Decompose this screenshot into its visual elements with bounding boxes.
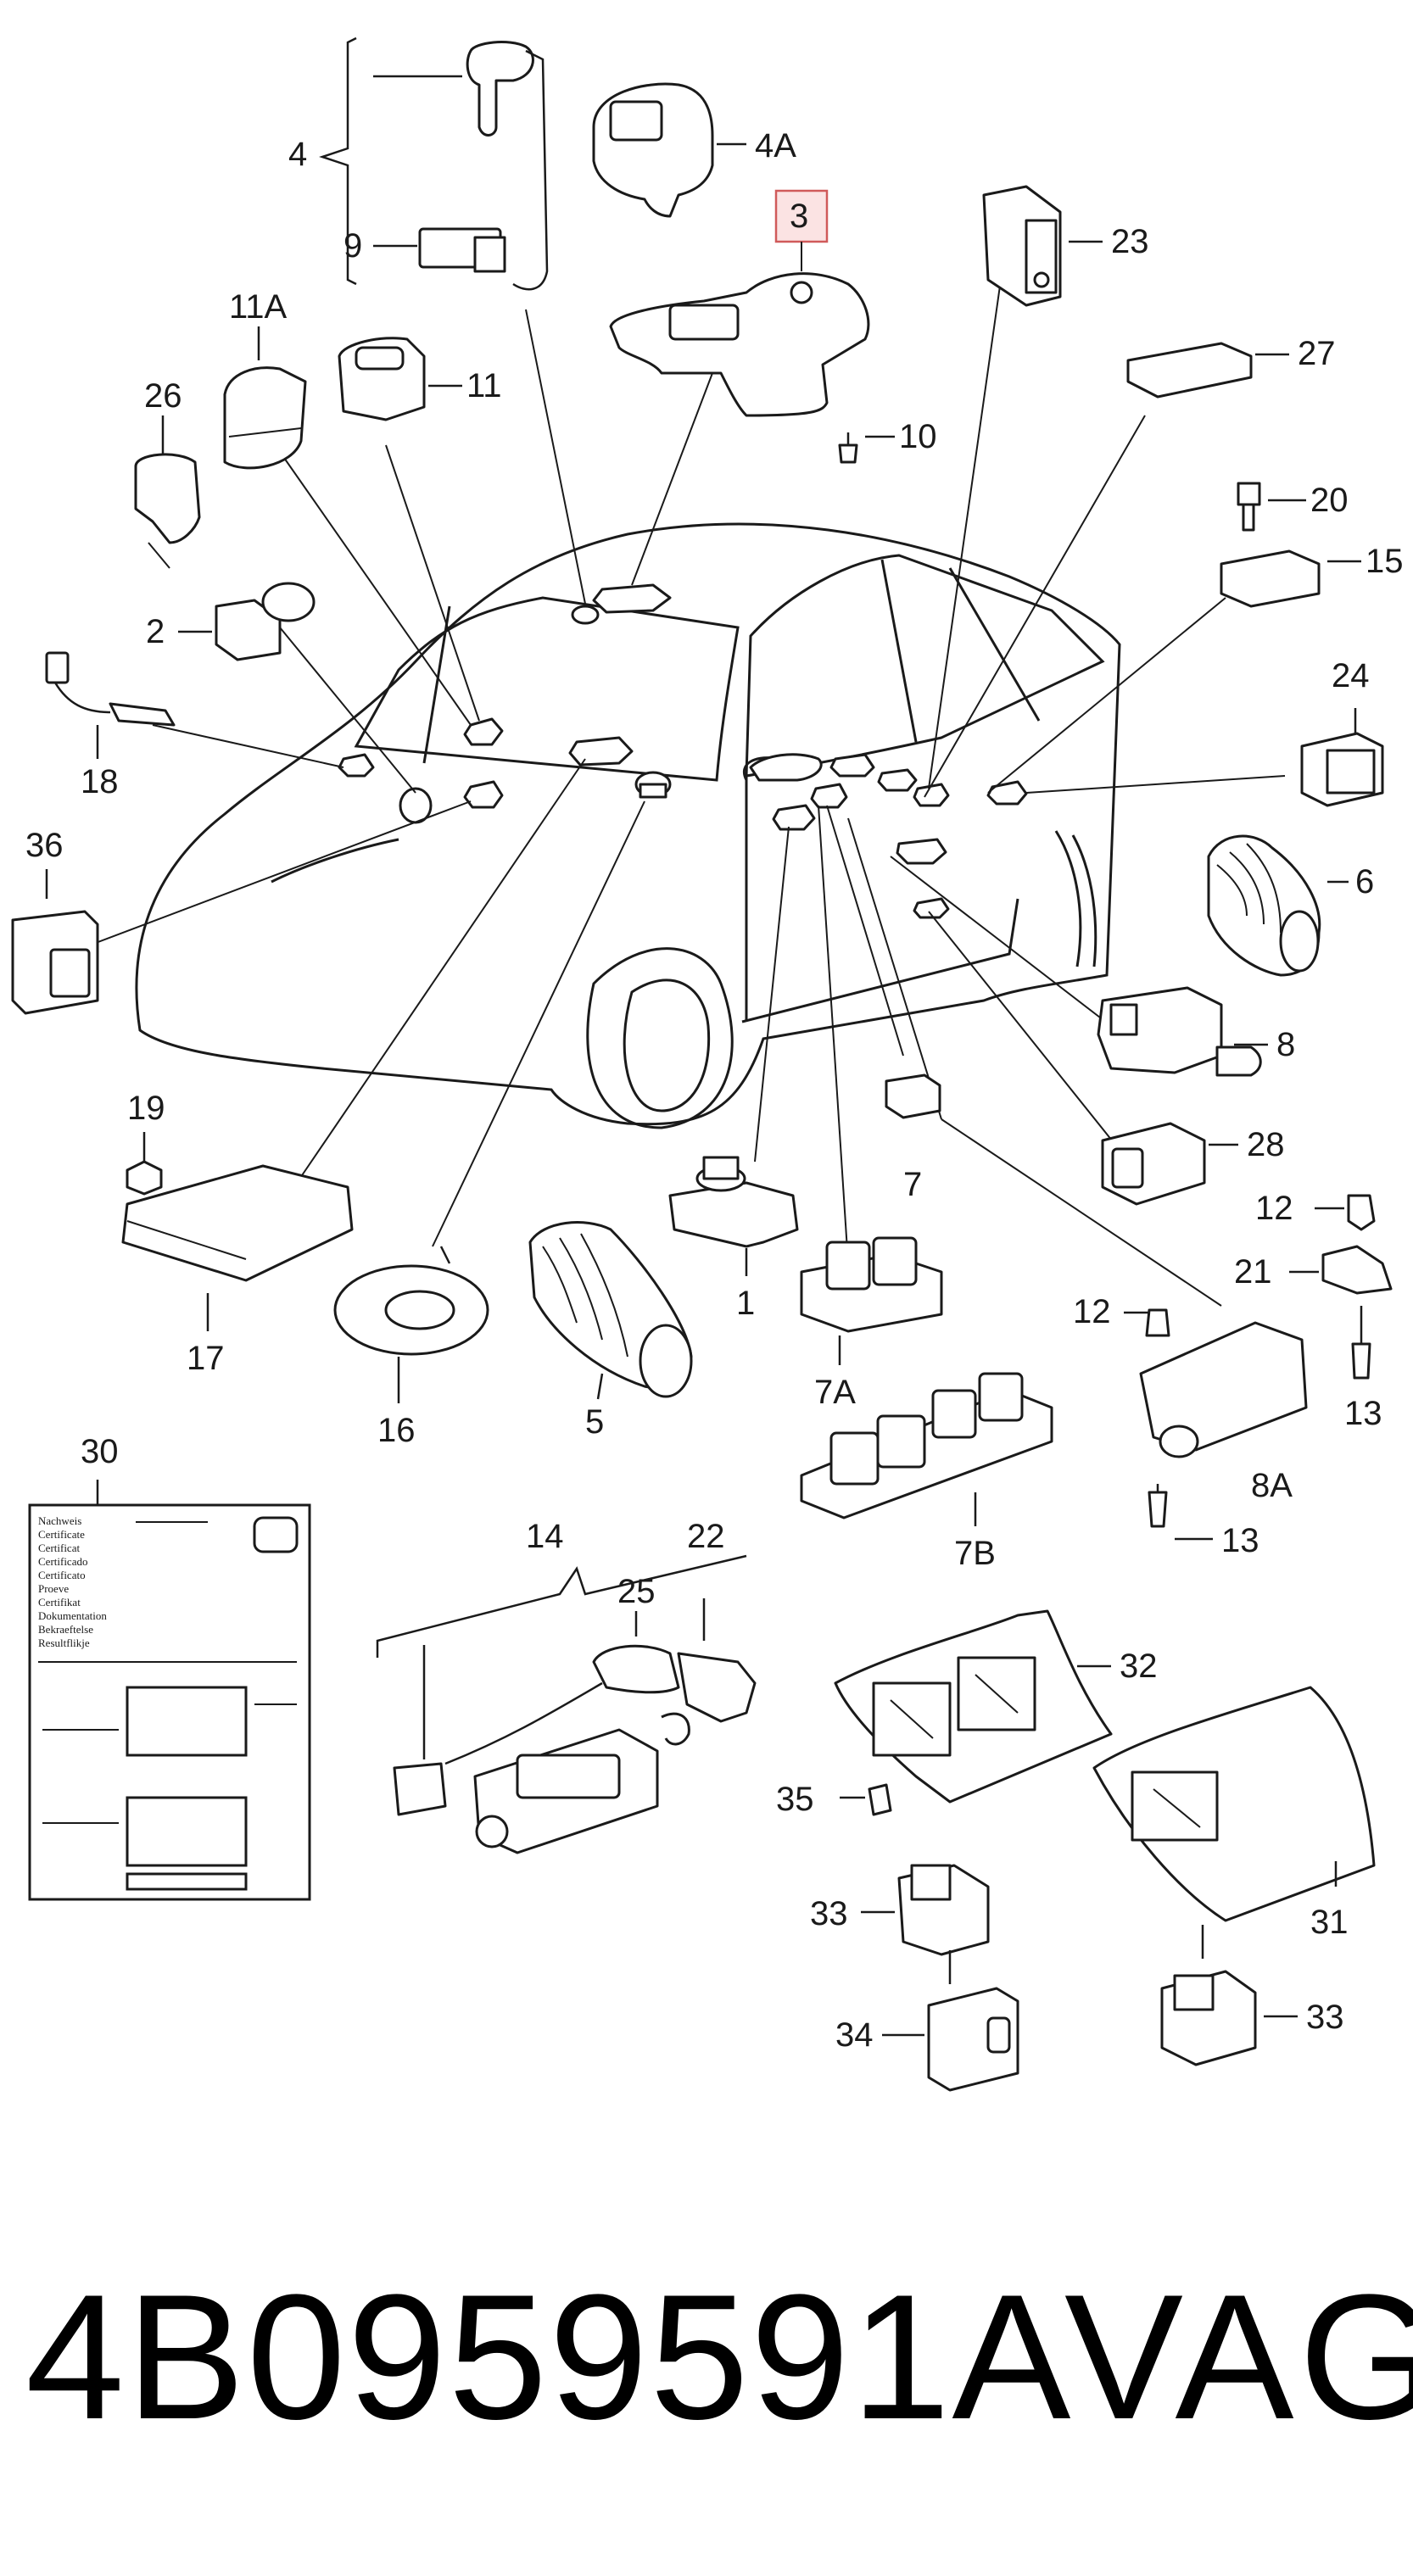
callout-13-right: 13 [1344,1395,1382,1432]
part-26 [134,415,201,569]
part-1 [668,1156,799,1276]
callout-32: 32 [1120,1648,1158,1685]
part-4A [592,82,746,218]
document-line: Certificado [38,1555,87,1568]
callout-33-left: 33 [810,1895,848,1932]
part-7 [885,1073,941,1119]
part-7A [800,1236,943,1365]
document-line: Resultflikje [38,1636,90,1649]
part-3 [609,189,895,464]
part-27 [1126,342,1289,399]
callout-31: 31 [1310,1904,1349,1941]
callout-15: 15 [1366,543,1404,580]
part-16 [333,1246,489,1403]
part-20-15 [1220,482,1361,608]
part-28 [1101,1122,1238,1206]
part-8 [1097,986,1268,1077]
document-line: Certificate [38,1528,85,1541]
leader-lines [88,279,1286,1307]
callout-4A: 4A [755,127,796,164]
callout-33-right: 33 [1306,1999,1344,2036]
part-24 [1300,708,1384,807]
part-36 [11,869,99,1015]
part-30-document [28,1480,311,1901]
callout-21: 21 [1234,1253,1272,1291]
part-23 [982,185,1103,307]
callout-9: 9 [343,227,362,265]
part-33-34-left [861,1864,1019,2092]
callout-7: 7 [903,1166,922,1203]
callout-26: 26 [144,377,182,415]
callout-34: 34 [835,2016,874,2054]
callout-8: 8 [1276,1026,1295,1063]
callout-13-center: 13 [1221,1522,1259,1559]
part-number: 4B0959591A [25,2257,1073,2456]
callout-27: 27 [1298,335,1336,372]
document-line: Certificato [38,1569,86,1581]
part-14-group [376,1554,757,1854]
callout-14: 14 [526,1518,564,1555]
callout-8A: 8A [1251,1467,1293,1504]
callout-3: 3 [790,198,808,235]
part-4-group [319,36,549,291]
callout-35: 35 [776,1781,814,1818]
callout-30: 30 [81,1433,119,1470]
callout-11: 11 [466,367,502,404]
part-6 [1207,834,1349,977]
part-2 [178,582,316,661]
part-11A [223,326,307,470]
part-3-highlight-box [774,189,829,243]
callout-24: 24 [1332,657,1370,694]
callout-7A: 7A [814,1374,856,1411]
document-text: Nachweis Certificate Certificat Certific… [38,1514,107,1649]
callout-labels: 4 4A 3 23 9 11A 27 11 26 10 20 15 2 24 1… [25,127,1404,2054]
document-line: Certifikat [38,1596,81,1609]
part-33-right [1160,1925,1298,2066]
document-line: Bekraeftelse [38,1623,93,1636]
part-8A [1124,1308,1308,1541]
callout-2: 2 [146,613,165,650]
callout-18: 18 [81,763,119,800]
callout-5: 5 [585,1403,604,1441]
brand-name: VAG [1064,2257,1413,2456]
part-18 [45,651,176,759]
part-11 [338,337,462,421]
car-component-markers [338,583,1028,919]
callout-20: 20 [1310,482,1349,519]
callout-10: 10 [899,418,937,455]
callout-22: 22 [687,1518,725,1555]
callout-28: 28 [1247,1126,1285,1163]
callout-1: 1 [736,1285,755,1322]
callout-23: 23 [1111,223,1149,260]
document-line: Dokumentation [38,1609,107,1622]
parts-diagram: 4 4A 3 23 9 11A 27 11 26 10 20 15 2 24 1… [11,36,1404,2092]
callout-7B: 7B [954,1535,996,1572]
callout-12-right: 12 [1255,1190,1293,1227]
part-7B [800,1372,1053,1526]
document-line: Certificat [38,1542,80,1554]
callout-4: 4 [288,136,307,173]
part-12-21-13-right [1289,1194,1393,1380]
callout-6: 6 [1355,863,1374,900]
part-32-panel [834,1609,1113,1804]
part-31-panel [1092,1686,1376,1922]
callout-19: 19 [127,1090,165,1127]
callout-11A: 11A [229,288,288,326]
document-line: Proeve [38,1582,69,1595]
part-17-19 [121,1132,354,1331]
part-35 [840,1783,892,1816]
document-line: Nachweis [38,1514,81,1527]
callout-25: 25 [617,1573,656,1610]
callout-36: 36 [25,827,64,864]
footer: 4B0959591A VAG [0,2247,1413,2467]
callout-17: 17 [187,1340,225,1377]
part-5 [528,1221,693,1400]
callout-12-center: 12 [1073,1293,1111,1330]
callout-16: 16 [377,1412,416,1449]
